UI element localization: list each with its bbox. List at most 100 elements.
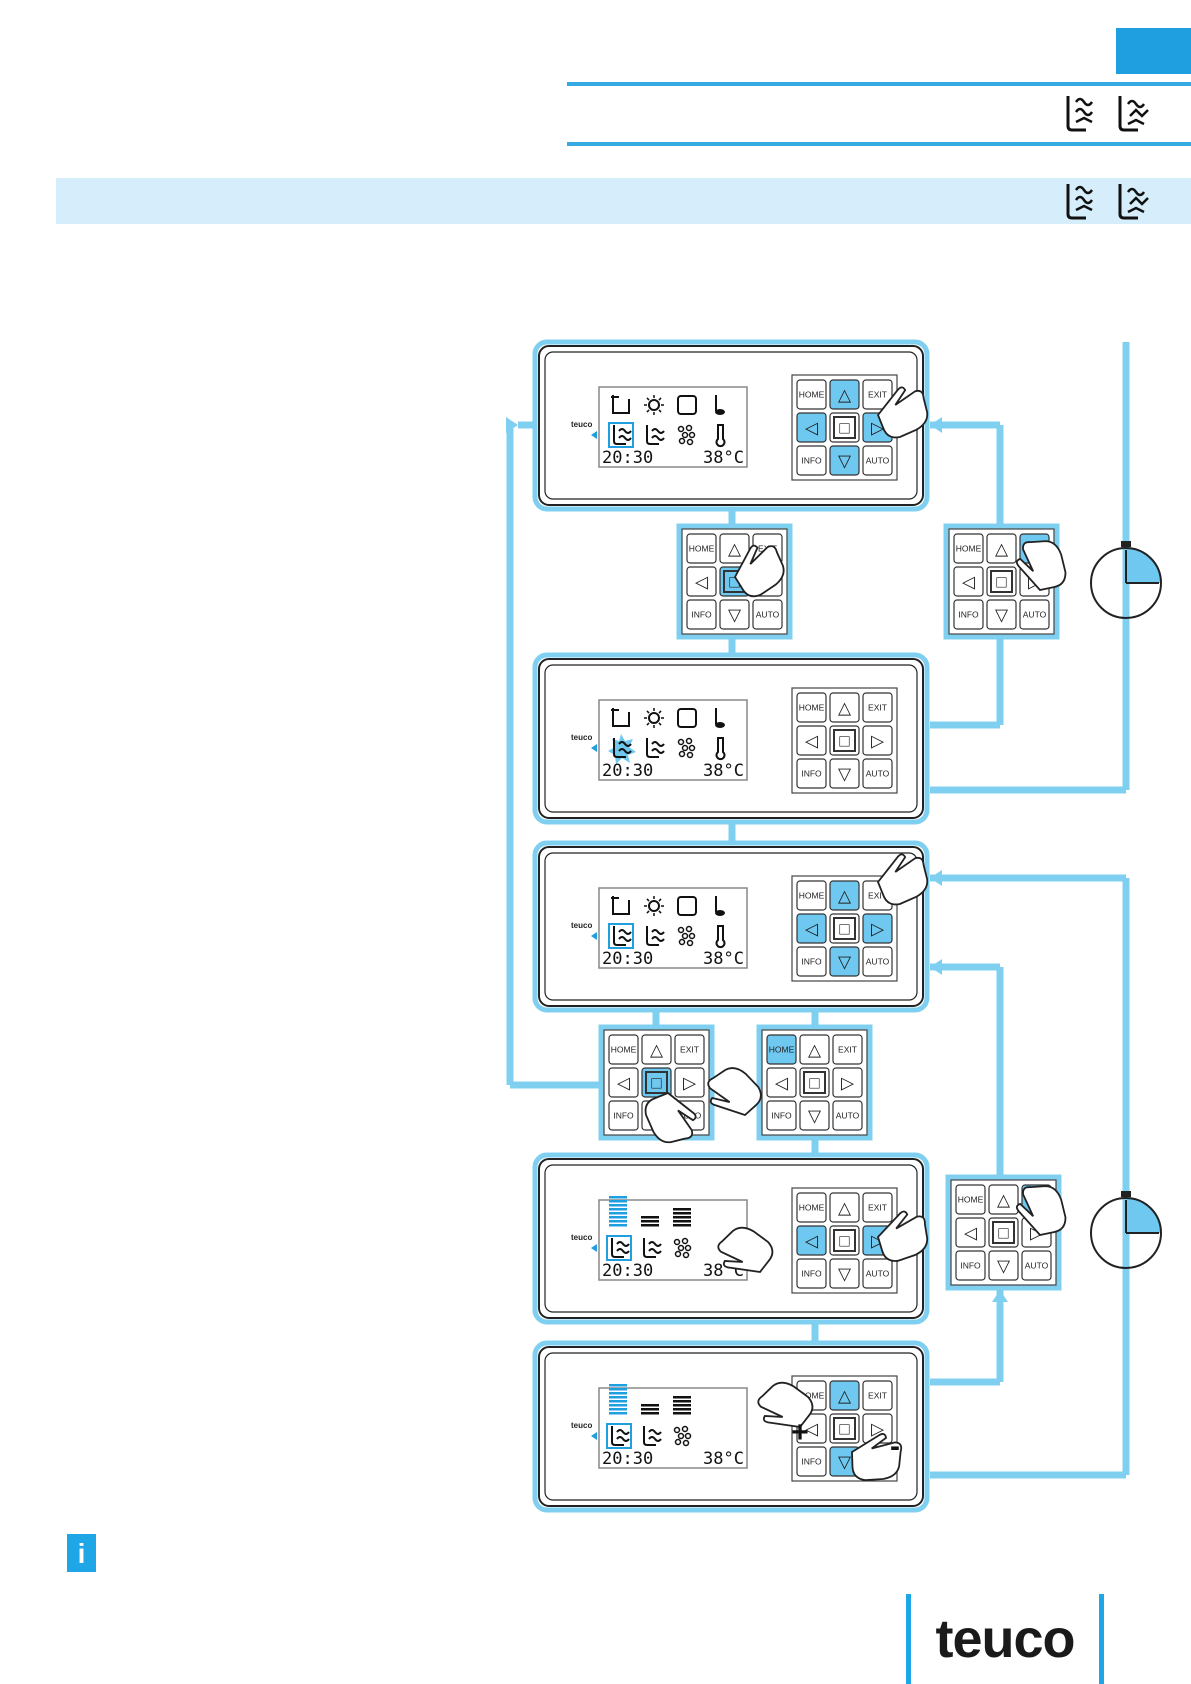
sun-ray xyxy=(646,722,650,726)
exit-key-label: EXIT xyxy=(838,1045,857,1055)
ok-key-label: □ xyxy=(839,1232,849,1251)
frame-icon xyxy=(677,896,697,916)
ok-key-inner xyxy=(833,1417,856,1440)
selection-marker xyxy=(591,744,597,752)
timers xyxy=(1090,541,1162,1269)
sun-ray xyxy=(658,397,662,401)
sun-icon xyxy=(648,900,660,912)
intensity-bar xyxy=(609,1392,627,1395)
keypad-panel: HOME△EXIT◁□▷INFO▽AUTO xyxy=(756,1024,873,1141)
intensity-bar xyxy=(609,1208,627,1211)
pointing-hands: +- xyxy=(644,386,1067,1482)
bubble xyxy=(678,437,686,445)
intensity-bar xyxy=(609,1196,627,1199)
left-key xyxy=(796,412,827,443)
auto-key-label: AUTO xyxy=(836,1111,860,1121)
ok-key-label: □ xyxy=(998,1224,1008,1243)
sun-ray xyxy=(646,910,650,914)
home-key xyxy=(796,379,827,410)
bubble xyxy=(681,932,689,940)
home-key xyxy=(796,1192,827,1223)
left-key xyxy=(796,725,827,756)
sun-ray xyxy=(658,722,662,726)
left-key-label: ◁ xyxy=(617,1074,631,1093)
hydro-icon xyxy=(613,926,632,946)
up-key xyxy=(829,692,860,723)
sun-icon xyxy=(648,712,660,724)
home-key-label: HOME xyxy=(611,1045,637,1055)
auto-key-label: AUTO xyxy=(1025,1261,1049,1271)
hand-shape xyxy=(876,1210,929,1262)
exit-key xyxy=(862,692,893,723)
minus-symbol: - xyxy=(890,1430,900,1463)
minus-label: - xyxy=(890,1430,900,1463)
info-key-label: INFO xyxy=(691,610,712,620)
lcd-temperature: 38°C xyxy=(703,761,744,781)
header-top-rule xyxy=(567,82,1191,86)
ok-key-inner xyxy=(833,1229,856,1252)
lcd-temperature: 38°C xyxy=(703,448,744,468)
intensity-bar xyxy=(609,1408,627,1411)
home-key-label: HOME xyxy=(689,544,715,554)
music-note-head xyxy=(715,910,725,916)
down-key-label: ▽ xyxy=(728,606,742,625)
selection-marker xyxy=(591,1244,597,1252)
info-key-label: INFO xyxy=(613,1111,634,1121)
sun-ray xyxy=(658,910,662,914)
plus-symbol: + xyxy=(791,1416,809,1449)
timer-crown xyxy=(1121,1191,1131,1197)
info-key xyxy=(608,1100,639,1131)
pointing-hand-icon xyxy=(733,544,785,598)
left-key xyxy=(953,566,984,597)
right-key-label: ▷ xyxy=(683,1074,697,1093)
brand-logo: teuco xyxy=(906,1594,1104,1684)
intensity-bar xyxy=(673,1408,691,1411)
hand-shape xyxy=(757,1381,814,1428)
timer-icon xyxy=(1090,1191,1162,1269)
pointing-hand-icon xyxy=(876,853,929,906)
down-key xyxy=(829,946,860,977)
left-key-label: ◁ xyxy=(695,573,709,592)
hand-shape xyxy=(876,386,929,439)
up-key-label: △ xyxy=(808,1041,822,1060)
up-key-label: △ xyxy=(838,699,852,718)
selection-box xyxy=(608,923,634,949)
sun-icon xyxy=(648,399,660,411)
pointing-hand-icon xyxy=(851,1433,903,1482)
up-key-label: △ xyxy=(838,887,852,906)
panel-inner xyxy=(544,664,918,813)
timer-face xyxy=(1090,547,1162,619)
intensity-bar xyxy=(673,1412,691,1415)
home-key xyxy=(686,533,717,564)
section-hydromassage-icons xyxy=(1062,180,1158,222)
pointing-hand-icon xyxy=(717,1226,774,1273)
ok-key-label: □ xyxy=(729,573,739,592)
up-key-label: △ xyxy=(650,1041,664,1060)
timer-elapsed-segment xyxy=(1126,548,1161,583)
bubble xyxy=(677,425,685,433)
bubble xyxy=(678,938,686,946)
keypad-panel: HOME△EXIT◁□▷INFO▽AUTO xyxy=(676,523,793,640)
intensity-bar xyxy=(609,1220,627,1223)
left-key-label: ◁ xyxy=(805,732,819,751)
intensity-bar xyxy=(609,1384,627,1387)
pointing-hand-icon xyxy=(1015,1185,1067,1236)
auto-key xyxy=(862,946,893,977)
hand-shape xyxy=(733,544,785,598)
left-key-label: ◁ xyxy=(964,1224,978,1243)
up-key-label: △ xyxy=(997,1191,1011,1210)
intensity-bar xyxy=(673,1224,691,1227)
exit-key-label: EXIT xyxy=(868,1203,887,1213)
up-key-label: △ xyxy=(838,386,852,405)
timer-elapsed-segment xyxy=(1126,1198,1161,1233)
home-key xyxy=(953,533,984,564)
left-key-label: ◁ xyxy=(805,419,819,438)
bubble xyxy=(674,1438,682,1446)
down-key-label: ▽ xyxy=(808,1107,822,1126)
down-key-label: ▽ xyxy=(838,953,852,972)
info-icon: i xyxy=(67,1534,96,1572)
intensity-bar xyxy=(609,1388,627,1391)
bubble xyxy=(688,431,696,439)
down-key xyxy=(829,758,860,789)
